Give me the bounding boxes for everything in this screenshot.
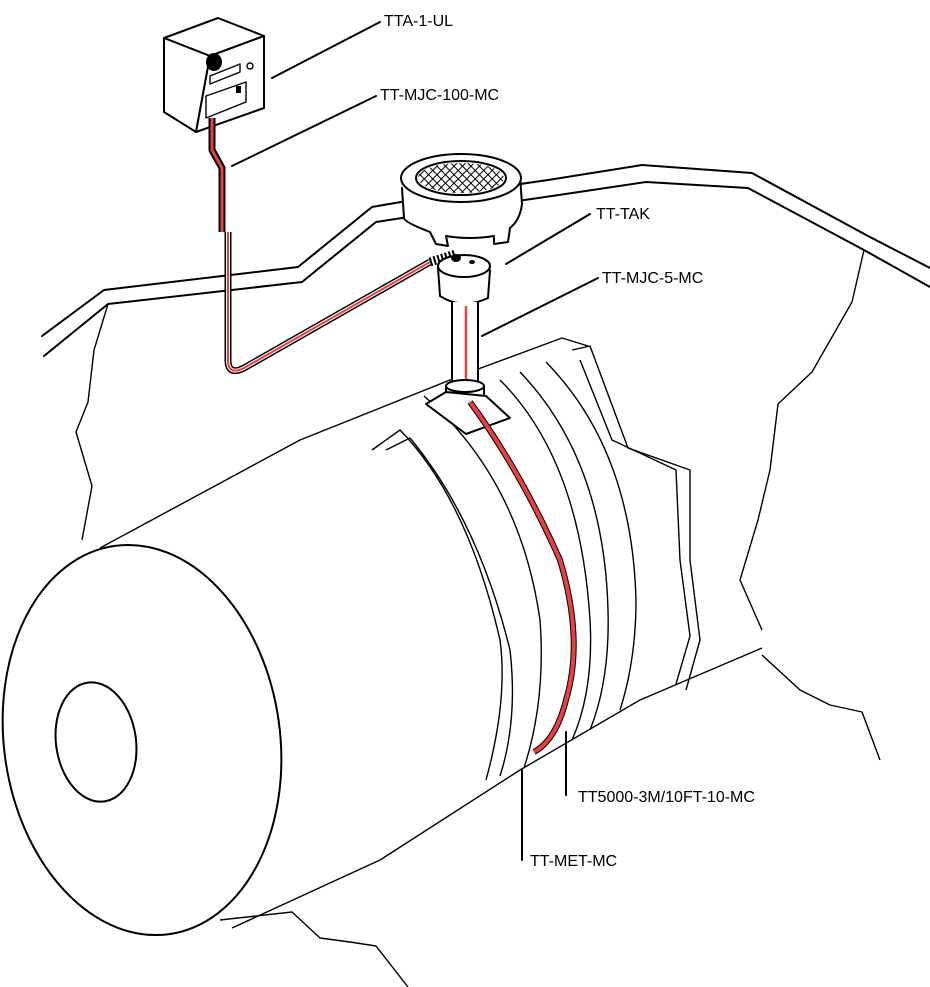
label-controller: TTA-1-UL bbox=[384, 13, 453, 30]
pipe bbox=[1, 337, 763, 937]
sensing-cable bbox=[467, 400, 577, 755]
label-leader-cable: TT-MJC-100-MC bbox=[380, 87, 499, 104]
label-access-kit: TT-TAK bbox=[596, 206, 650, 223]
label-tape: TT-MET-MC bbox=[530, 853, 617, 870]
leader-cable bbox=[208, 118, 458, 375]
label-sensing-cable: TT5000-3M/10FT-10-MC bbox=[578, 789, 755, 806]
wrap-bands bbox=[371, 345, 701, 781]
label-jumper-cable: TT-MJC-5-MC bbox=[602, 270, 703, 287]
labels: TTA-1-UL TT-MJC-100-MC TT-TAK TT-MJC-5-M… bbox=[380, 13, 755, 870]
access-grate bbox=[400, 153, 523, 247]
controller-box bbox=[163, 17, 265, 133]
jumper-assembly bbox=[425, 254, 511, 435]
leader-lines bbox=[231, 21, 599, 861]
